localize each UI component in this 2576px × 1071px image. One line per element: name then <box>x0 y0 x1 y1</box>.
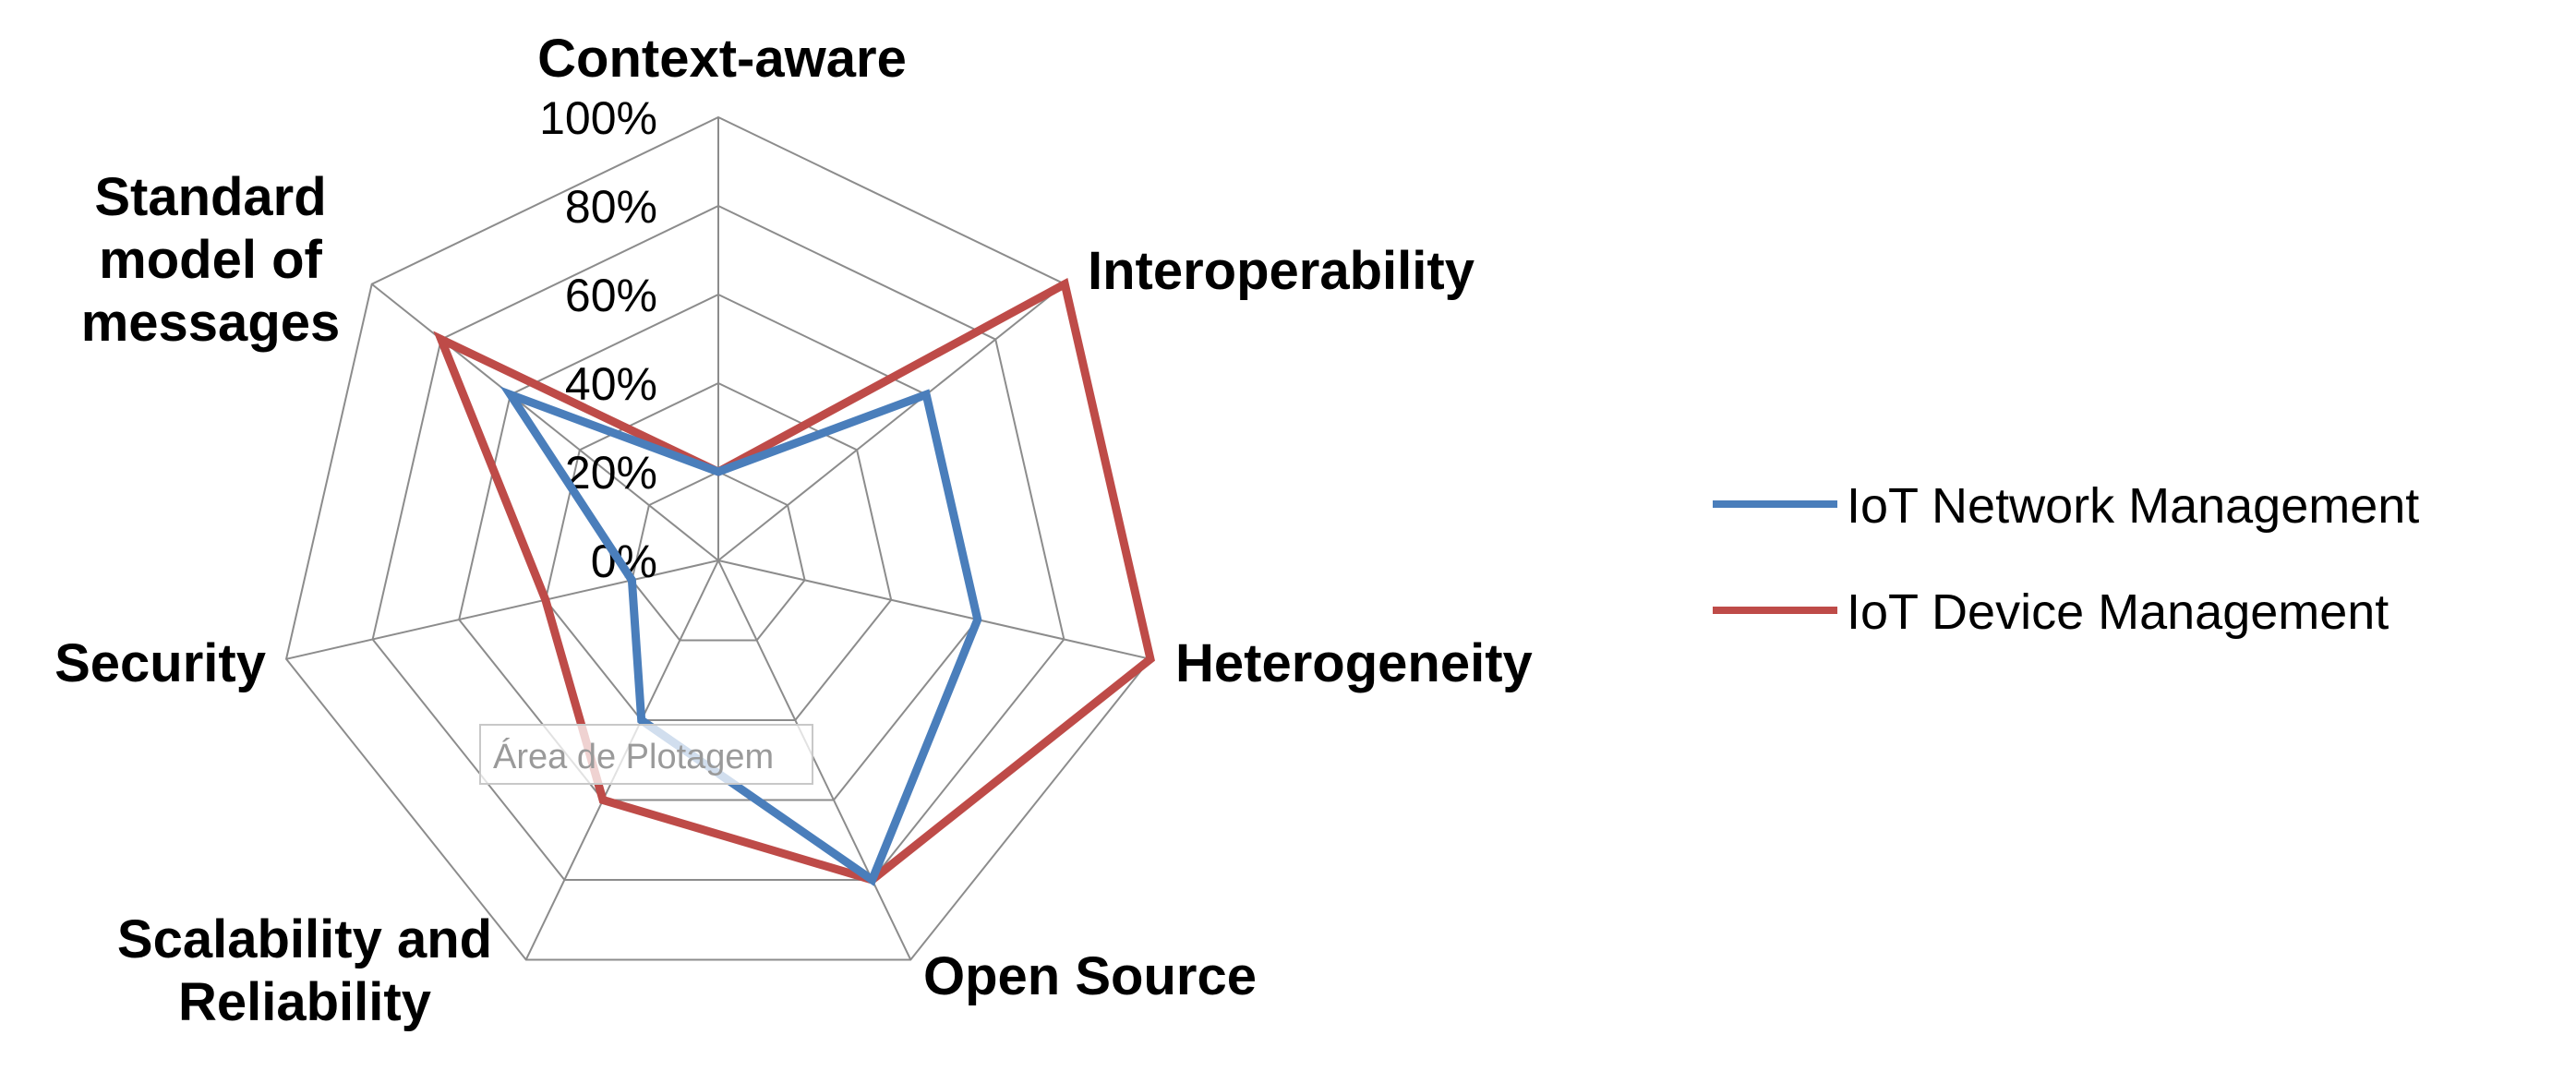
tick-label-1: 20% <box>565 447 657 499</box>
grid-spoke-5 <box>285 560 719 660</box>
grid-ring-2 <box>544 381 893 721</box>
radial-tick-labels: 0%20%40%60%80%100% <box>539 92 657 587</box>
category-axis-labels: Context-awareInteroperabilityHeterogenei… <box>54 29 1533 1032</box>
series-line-iot-device-management <box>433 277 1155 884</box>
legend-label-iot-device-management: IoT Device Management <box>1847 584 2389 640</box>
series-line-iot-network-management <box>500 386 982 886</box>
axis-label-3: Open Source <box>923 946 1257 1006</box>
axis-label-2: Heterogeneity <box>1175 633 1533 693</box>
axis-label-0: Context-aware <box>537 29 907 89</box>
grid-spoke-6 <box>371 283 719 561</box>
data-series <box>433 277 1155 886</box>
axis-label-1: Interoperability <box>1088 241 1475 301</box>
legend: IoT Network Management IoT Device Manage… <box>1713 478 2419 640</box>
grid-ring-1 <box>631 470 806 642</box>
grid-spoke-1 <box>717 283 1065 561</box>
grid-spoke-2 <box>717 560 1151 660</box>
legend-label-iot-network-management: IoT Network Management <box>1847 478 2419 534</box>
tooltip-text: Área de Plotagem <box>493 737 774 776</box>
tick-label-4: 80% <box>565 181 657 233</box>
grid-ring-4 <box>371 204 1065 881</box>
tick-label-5: 100% <box>539 92 657 144</box>
plot-area-tooltip: Área de Plotagem <box>479 724 813 785</box>
tick-label-3: 60% <box>565 270 657 321</box>
grid-spoke-3 <box>717 560 912 960</box>
axis-label-5: Security <box>54 633 266 693</box>
